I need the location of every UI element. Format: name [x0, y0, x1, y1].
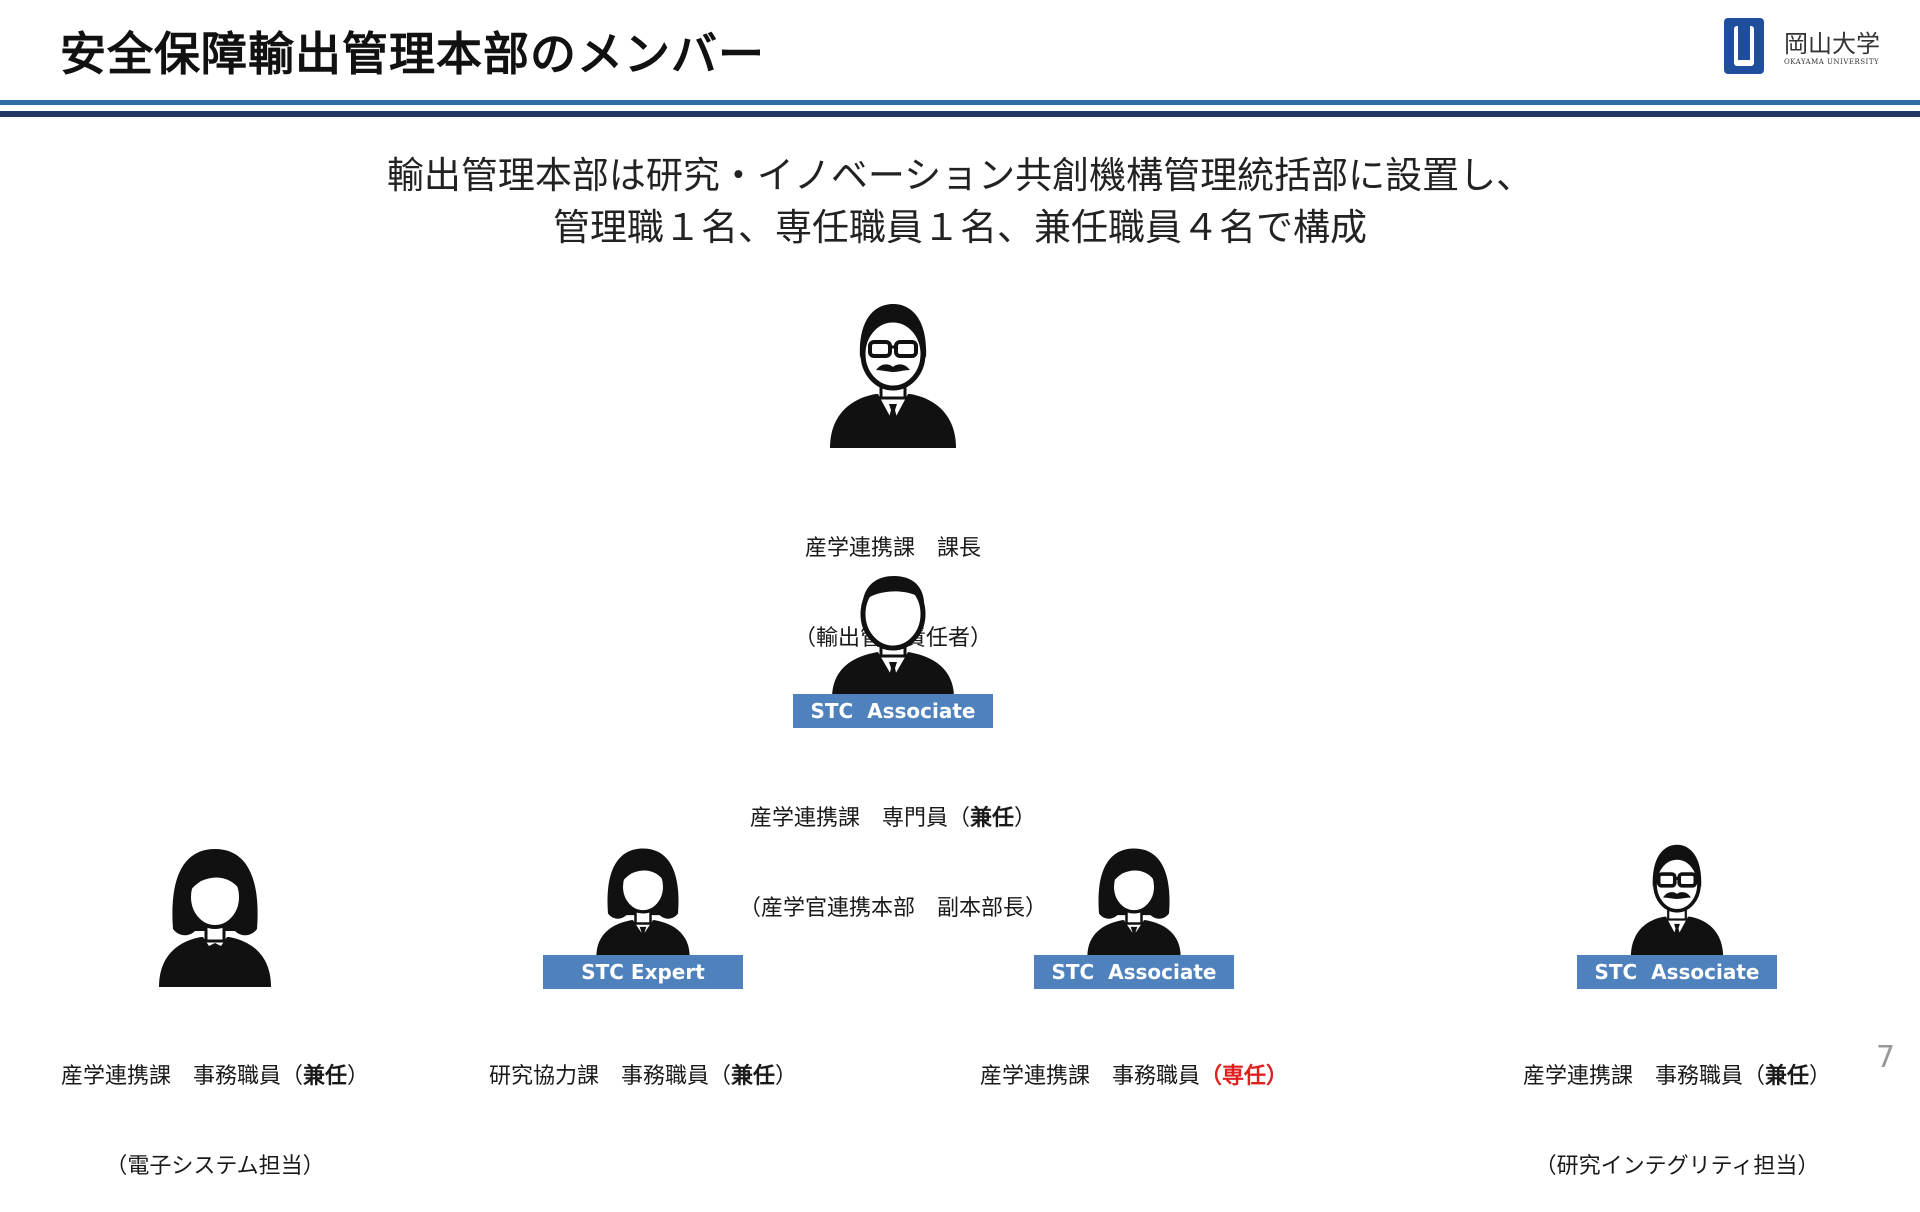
- member-specialist-title: （産学官連携本部 副本部長）: [738, 896, 1047, 921]
- university-name-en: OKAYAMA UNIVERSITY: [1784, 58, 1880, 66]
- member-specialist-role: 産学連携課 専門員（兼任）: [749, 806, 1037, 831]
- stc-associate-badge: STC Associate: [793, 694, 993, 728]
- member-staff-3-role: 産学連携課 事務職員（専任）: [979, 1064, 1289, 1089]
- university-logo: 岡山大学 OKAYAMA UNIVERSITY: [1722, 16, 1902, 80]
- member-staff-3-caption: 産学連携課 事務職員（専任）: [949, 1002, 1319, 1122]
- member-chief: [818, 298, 968, 450]
- intro-line-1: 輸出管理本部は研究・イノベーション共創機構管理統括部に設置し、: [386, 154, 1534, 197]
- member-staff-2-role: 研究協力課 事務職員（兼任）: [488, 1064, 798, 1089]
- member-staff-2-caption: 研究協力課 事務職員（兼任）: [458, 1002, 828, 1122]
- stc-expert-badge: STC Expert: [543, 955, 743, 989]
- woman-icon: [596, 848, 690, 957]
- member-staff-4-caption: 産学連携課 事務職員（兼任） （研究インテグリティ担当）: [1492, 1002, 1862, 1212]
- member-specialist-caption: 産学連携課 専門員（兼任） （産学官連携本部 副本部長）: [593, 744, 1193, 954]
- page-number: 7: [1876, 1040, 1896, 1075]
- stc-associate-badge: STC Associate: [1577, 955, 1777, 989]
- member-staff-1-caption: 産学連携課 事務職員（兼任） （電子システム担当）: [30, 1002, 400, 1212]
- page-title: 安全保障輸出管理本部のメンバー: [60, 27, 765, 81]
- man-glasses-mustache-icon: [1630, 844, 1724, 958]
- woman-icon: [1087, 848, 1181, 957]
- member-staff-1-title: （電子システム担当）: [105, 1154, 325, 1179]
- member-staff-1: [155, 845, 275, 987]
- header-rule-dark: [0, 111, 1920, 117]
- woman-icon: [159, 849, 271, 987]
- man-icon: [832, 576, 954, 698]
- member-staff-3: STC Associate: [1034, 845, 1234, 989]
- member-staff-4-title: （研究インテグリティ担当）: [1534, 1154, 1820, 1179]
- intro-line-2: 管理職１名、専任職員１名、兼任職員４名で構成: [553, 206, 1367, 249]
- man-glasses-mustache-icon: [830, 304, 956, 448]
- member-staff-4: STC Associate: [1577, 840, 1777, 989]
- member-specialist: STC Associate: [793, 574, 993, 728]
- member-staff-2: STC Expert: [543, 845, 743, 989]
- member-staff-1-role: 産学連携課 事務職員（兼任）: [60, 1064, 370, 1089]
- member-staff-4-role: 産学連携課 事務職員（兼任）: [1522, 1064, 1832, 1089]
- stc-associate-badge: STC Associate: [1034, 955, 1234, 989]
- university-logo-mark-icon: [1724, 18, 1764, 74]
- university-name: 岡山大学: [1784, 30, 1880, 58]
- member-chief-role: 産学連携課 課長: [804, 536, 981, 561]
- intro-text: 輸出管理本部は研究・イノベーション共創機構管理統括部に設置し、 管理職１名、専任…: [360, 150, 1560, 254]
- header-rule-light: [0, 100, 1920, 105]
